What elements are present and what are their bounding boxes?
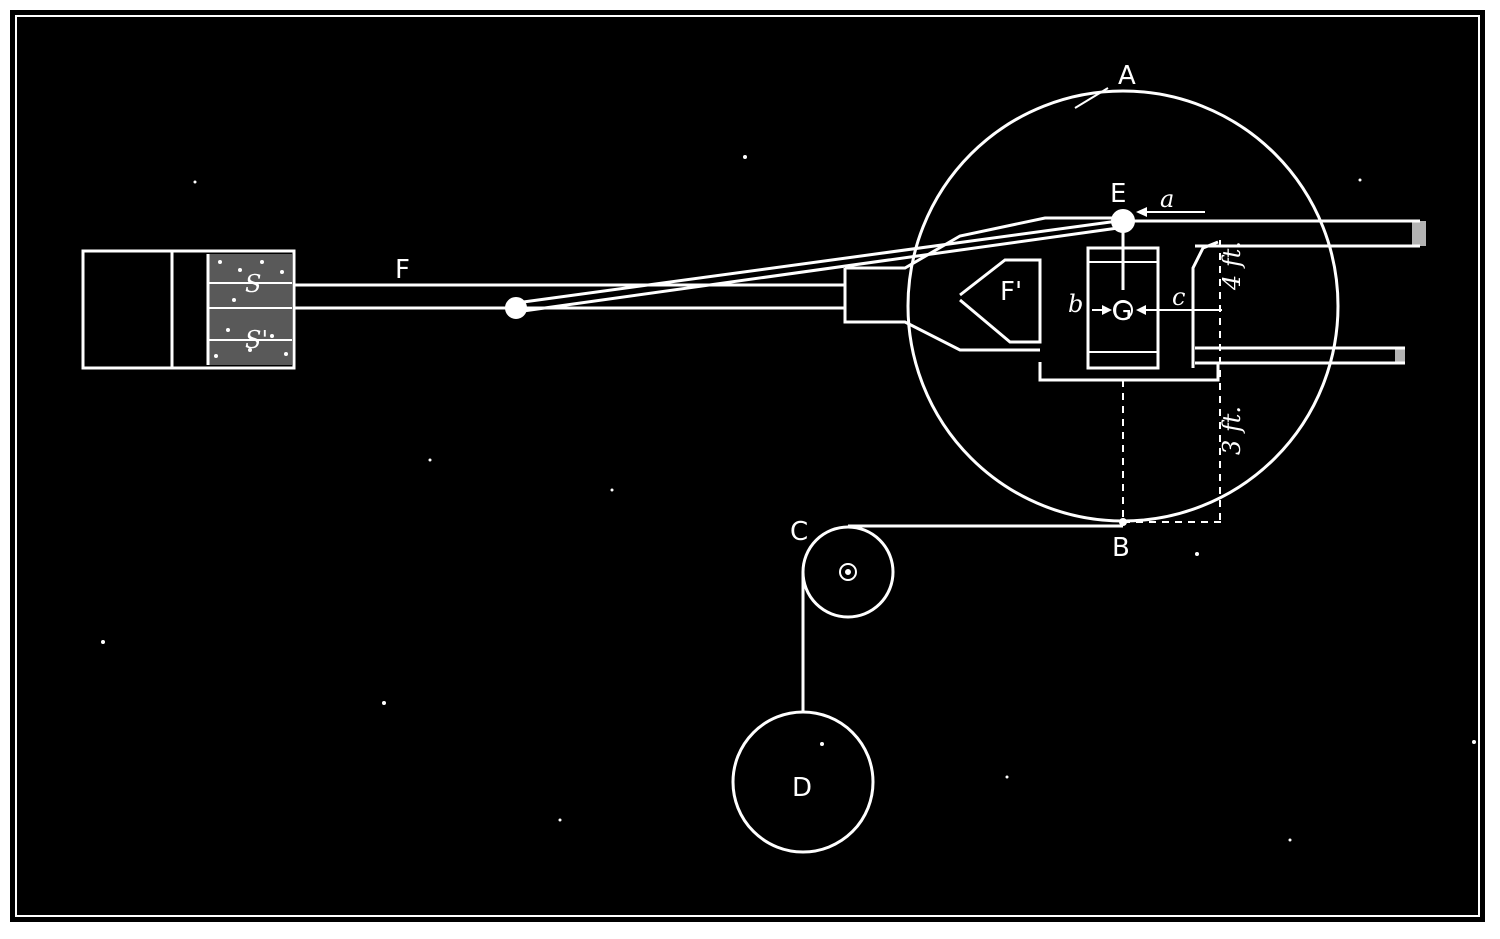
dimension-3ft: 3 ft. — [1218, 406, 1246, 455]
pulley-axle — [839, 563, 857, 581]
label-a: a — [1160, 185, 1174, 213]
steam-stipple — [214, 260, 288, 358]
right-shafts — [1123, 219, 1426, 365]
label-B: B — [1112, 533, 1130, 563]
center-G — [1113, 300, 1133, 320]
label-S: S — [245, 270, 261, 298]
plate-border — [15, 15, 1480, 917]
label-S-prime: S' — [245, 326, 268, 354]
label-C: C — [790, 517, 808, 547]
steam-space — [208, 254, 292, 365]
point-B — [1119, 518, 1127, 526]
label-A: A — [1118, 61, 1136, 91]
label-D: D — [792, 773, 812, 803]
cylinder — [81, 249, 296, 370]
label-F: F — [395, 255, 410, 285]
dimension-lines: 4 ft. 3 ft. — [1122, 240, 1246, 523]
label-c: c — [1172, 283, 1185, 311]
connecting-rod — [505, 219, 1119, 319]
black-plate — [10, 10, 1485, 922]
print-specks — [101, 155, 1476, 842]
label-F-prime: F' — [1000, 277, 1022, 307]
label-G: G — [1112, 297, 1132, 327]
weight-D — [731, 710, 875, 854]
crosshead-pin — [505, 297, 527, 319]
crosshead-guides — [843, 216, 1220, 382]
label-b: b — [1068, 290, 1083, 318]
label-E: E — [1110, 179, 1126, 209]
dimension-4ft: 4 ft. — [1218, 241, 1246, 291]
wheel-A-leader — [1074, 87, 1109, 109]
piston-rod — [294, 283, 845, 310]
